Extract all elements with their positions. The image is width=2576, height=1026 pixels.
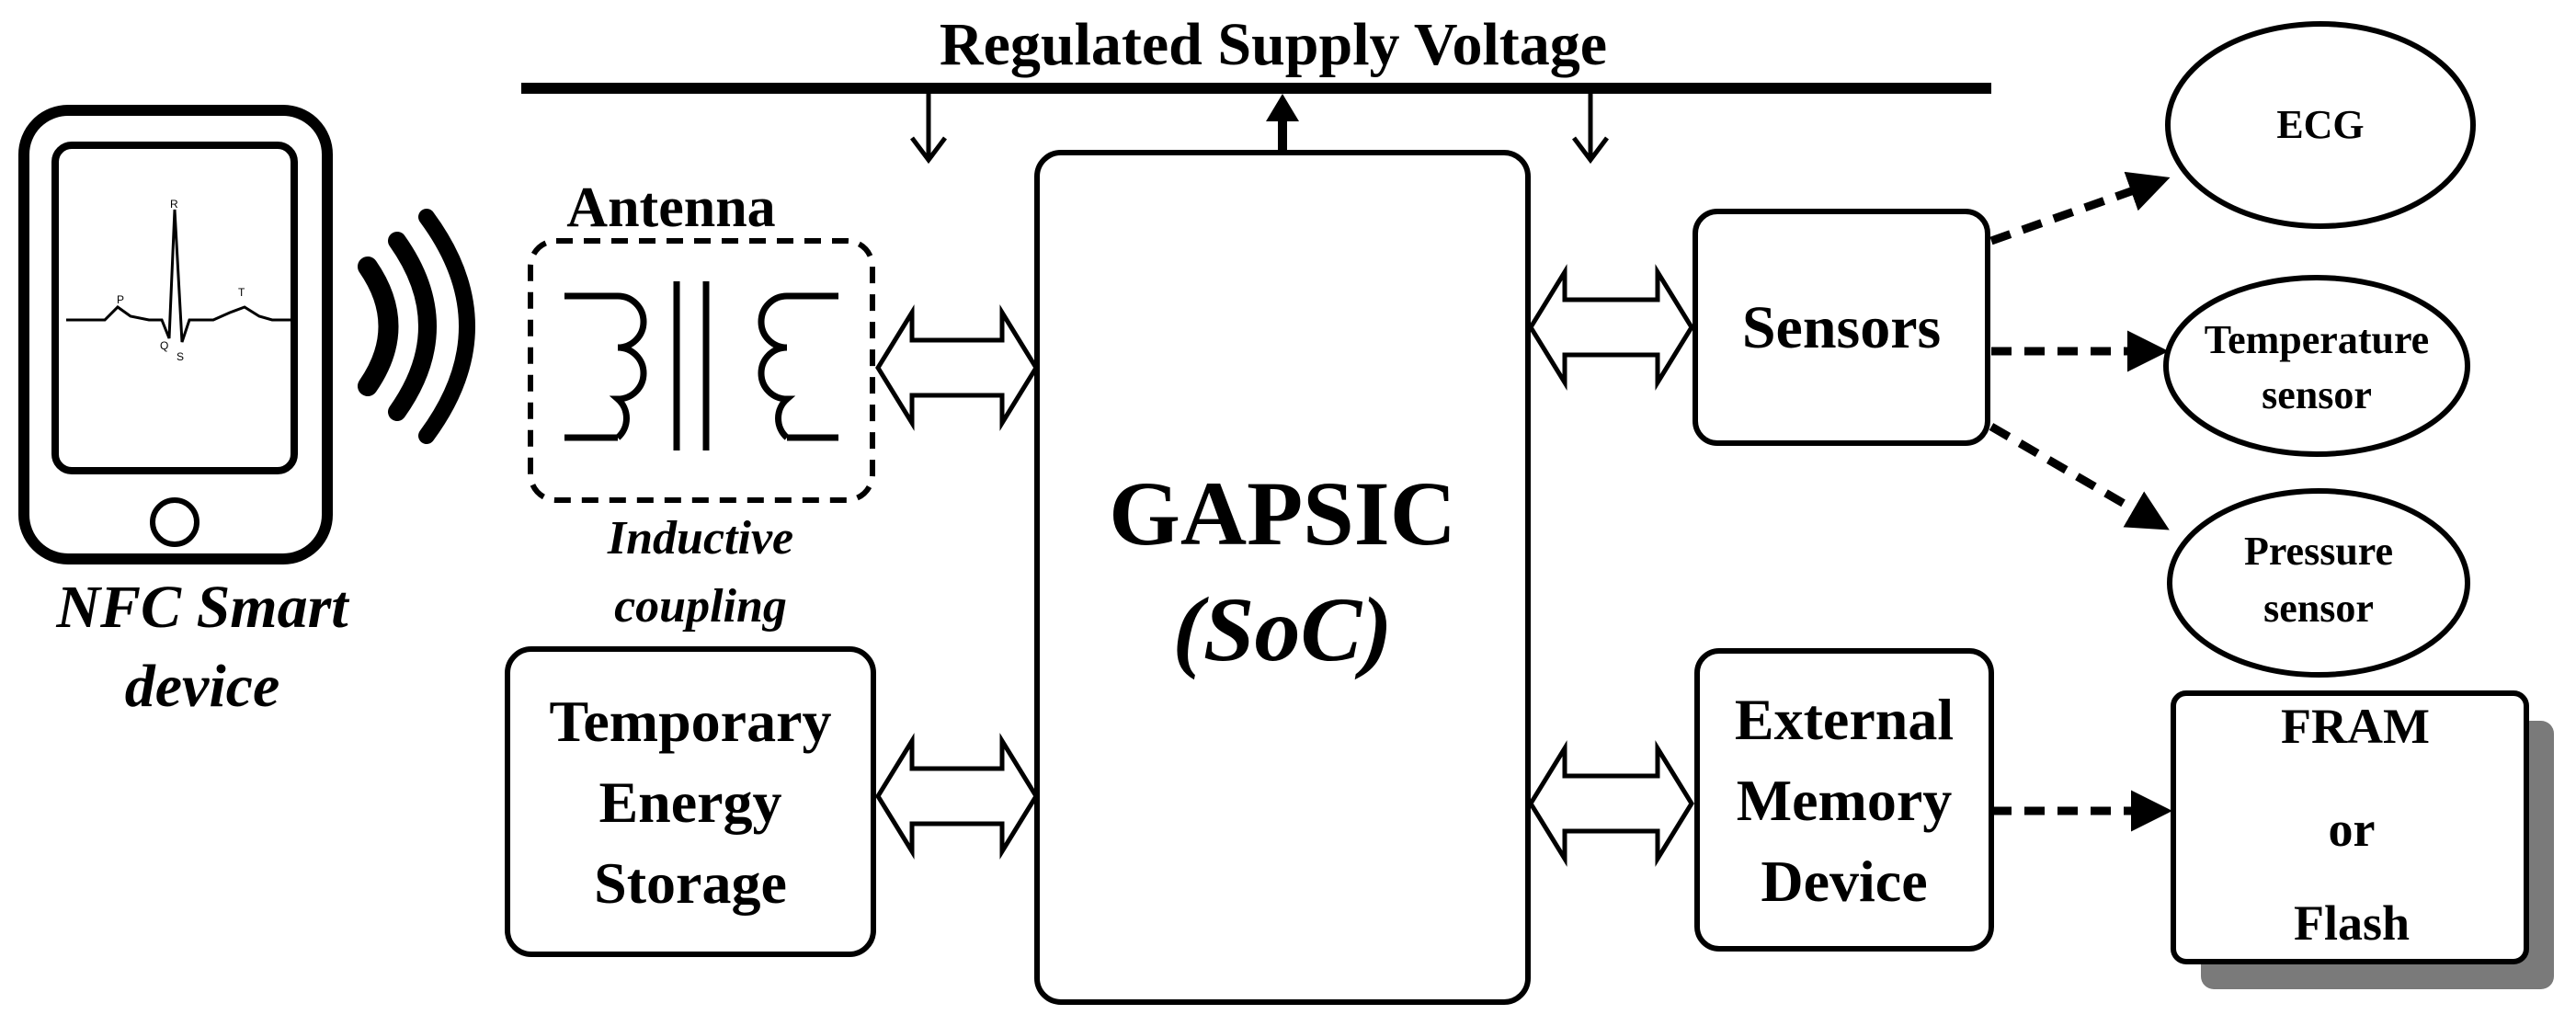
supply-label: Regulated Supply Voltage bbox=[940, 11, 1607, 78]
soc-subtitle: (SoC) bbox=[1173, 578, 1393, 680]
ecg-label: ECG bbox=[2276, 102, 2364, 147]
temperature-sensor-node: Temperature sensor bbox=[2163, 275, 2470, 457]
soc-box bbox=[1034, 150, 1531, 1005]
temperature-ellipse bbox=[2163, 275, 2470, 457]
nfc-signal-waves-icon bbox=[358, 209, 475, 444]
external-memory-block: External Memory Device bbox=[1694, 648, 1994, 952]
pressure-ellipse bbox=[2167, 488, 2470, 678]
pressure-line2: sensor bbox=[2263, 586, 2374, 631]
arrow-antenna-soc bbox=[875, 304, 1039, 431]
storage-line2: Energy bbox=[598, 770, 781, 835]
ecg-letter-p: P bbox=[117, 293, 124, 306]
arrow-storage-soc bbox=[875, 733, 1039, 860]
ecg-letter-s: S bbox=[177, 350, 184, 363]
ecg-letter-q: Q bbox=[160, 339, 168, 352]
ecg-letter-r: R bbox=[170, 198, 178, 211]
soc-title: GAPSIC bbox=[1109, 462, 1456, 564]
bidirectional-arrows bbox=[875, 264, 1694, 867]
sensors-label: Sensors bbox=[1742, 294, 1941, 361]
energy-storage-block: Temporary Energy Storage bbox=[505, 646, 876, 957]
memory-line3: Device bbox=[1761, 849, 1927, 914]
pressure-sensor-node: Pressure sensor bbox=[2167, 488, 2470, 678]
fram-line3: Flash bbox=[2294, 895, 2410, 951]
coupling-label-line1: Inductive bbox=[607, 512, 793, 564]
antenna-block: Antenna Inductive coupling bbox=[528, 177, 875, 633]
antenna-label: Antenna bbox=[566, 177, 775, 239]
phone-label-line1: NFC Smart bbox=[55, 574, 349, 641]
fram-line1: FRAM bbox=[2281, 699, 2430, 754]
dashed-arrows bbox=[1989, 171, 2172, 832]
arrow-soc-sensors bbox=[1528, 264, 1694, 391]
storage-line1: Temporary bbox=[550, 689, 832, 754]
fram-line2: or bbox=[2329, 802, 2376, 857]
gapsic-soc-block: GAPSIC (SoC) bbox=[1034, 150, 1531, 1005]
external-memory-box bbox=[1694, 648, 1994, 952]
pressure-line1: Pressure bbox=[2244, 529, 2393, 574]
ecg-ellipse bbox=[2165, 21, 2476, 229]
supply-arrow-soc bbox=[1266, 94, 1299, 151]
memory-line2: Memory bbox=[1737, 768, 1953, 833]
supply-arrow-sensors bbox=[1572, 88, 1609, 165]
phone-screen bbox=[51, 142, 298, 474]
antenna-dashed-box bbox=[528, 238, 875, 503]
energy-storage-box bbox=[505, 646, 876, 957]
phone-home-button bbox=[150, 497, 199, 547]
storage-line3: Storage bbox=[594, 850, 787, 916]
sensors-block: Sensors bbox=[1693, 209, 1990, 446]
temperature-line1: Temperature bbox=[2205, 317, 2429, 362]
sensors-box bbox=[1693, 209, 1990, 446]
ecg-letter-t: T bbox=[238, 286, 245, 299]
supply-arrow-antenna bbox=[910, 88, 947, 165]
fram-box bbox=[2171, 690, 2529, 964]
arrow-soc-memory bbox=[1528, 740, 1694, 867]
fram-flash-block: FRAM or Flash bbox=[2171, 690, 2554, 989]
phone-label-line2: device bbox=[125, 653, 280, 720]
ecg-waveform-icon bbox=[66, 209, 291, 343]
ecg-node: ECG bbox=[2165, 21, 2476, 229]
coupling-label-line2: coupling bbox=[614, 580, 787, 633]
memory-line1: External bbox=[1735, 687, 1954, 752]
temperature-line2: sensor bbox=[2262, 372, 2372, 417]
arrow-to-ecg bbox=[1989, 171, 2171, 245]
transformer-coil-icon bbox=[564, 281, 838, 450]
arrow-to-pressure bbox=[1989, 423, 2170, 530]
supply-bus: Regulated Supply Voltage bbox=[521, 11, 1991, 165]
nfc-smart-device: P R Q S T NFC Smart device bbox=[18, 105, 349, 720]
